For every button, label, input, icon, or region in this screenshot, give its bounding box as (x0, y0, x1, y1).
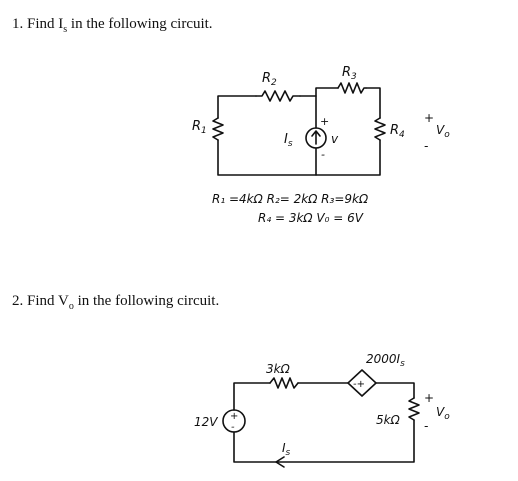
circuit-2-loop-wire (233, 382, 415, 463)
problem-1-statement: 1. Find Is in the following circuit. (12, 16, 213, 35)
problem-2-statement: 2. Find Vo in the following circuit. (12, 293, 219, 312)
dependent-source-label: 2000Is (366, 352, 405, 369)
current-source-arrow-icon (311, 130, 321, 145)
problem-2-text: Find V (27, 293, 69, 309)
vo-plus-sign-2: + (424, 391, 434, 405)
v-minus-sign: - (321, 148, 325, 161)
r3-label: R3 (342, 65, 357, 82)
current-source-circle (305, 127, 327, 149)
dependent-source-diamond (347, 369, 377, 397)
3k-resistor-label: 3kΩ (266, 362, 291, 376)
is-label-2: Is (282, 441, 291, 458)
vo-plus-sign: + (424, 111, 434, 125)
problem-1-number: 1. (12, 16, 24, 32)
3k-resistor (269, 377, 299, 389)
r2-resistor (255, 90, 301, 102)
problem-1-values-line-2: R₄ = 3kΩ V₀ = 6V (258, 211, 364, 225)
problem-2-subscript: o (68, 301, 74, 312)
source-plus-sign: + (230, 411, 238, 422)
vo-label: Vo (436, 123, 450, 140)
problem-1-values-line-1: R₁ =4kΩ R₂= 2kΩ R₃=9kΩ (212, 192, 369, 206)
r4-label: R4 (390, 123, 405, 140)
dependent-source-polarity: -+ (353, 379, 365, 390)
v-label: v (331, 132, 339, 146)
vo-label-2: Vo (436, 405, 450, 422)
r3-resistor (337, 82, 367, 94)
problem-1-text: Find I (27, 16, 64, 32)
source-voltage-label: 12V (194, 415, 218, 429)
5k-resistor-label: 5kΩ (376, 413, 401, 427)
vo-minus-sign-2: - (424, 419, 428, 433)
is-arrow-icon (275, 456, 285, 468)
problem-1-subscript: s (63, 24, 68, 35)
source-minus-sign: - (231, 422, 235, 433)
r2-label: R2 (262, 71, 277, 88)
v-plus-sign: + (320, 115, 329, 128)
r4-resistor (374, 117, 386, 141)
r1-label: R1 (192, 119, 207, 136)
problem-1-text-rest: in the following circuit. (67, 16, 213, 32)
problem-2-number: 2. (12, 293, 24, 309)
12v-source-circle (222, 409, 246, 433)
is-label: Is (284, 132, 293, 149)
r1-resistor (212, 117, 224, 141)
vo-minus-sign: - (424, 139, 428, 153)
5k-resistor (408, 397, 420, 421)
circuit-1-left-wire (217, 87, 381, 176)
problem-2-text-rest: in the following circuit. (73, 293, 220, 309)
